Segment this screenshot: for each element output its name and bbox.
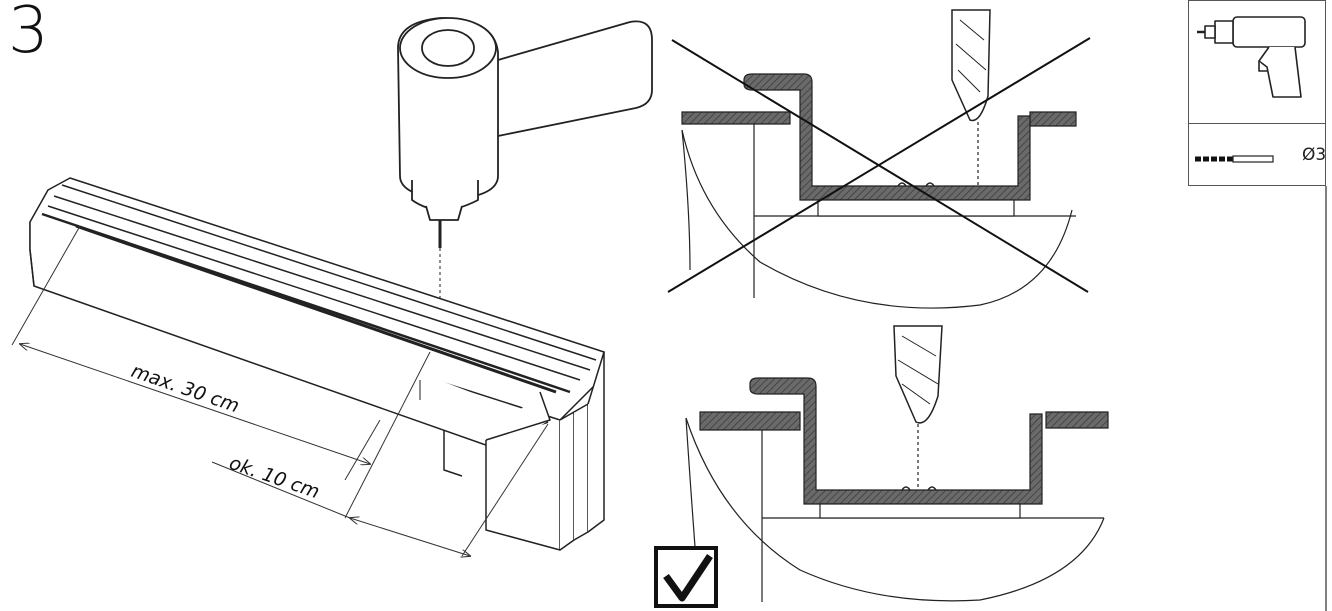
drill-bit-icon <box>1195 155 1274 163</box>
drill-icon <box>1197 16 1306 98</box>
checkmark-icon <box>654 546 718 608</box>
cross-mark-icon <box>667 37 1091 293</box>
tool-panel <box>1188 0 1326 186</box>
tool-divider <box>1189 123 1325 124</box>
max-distance-label: max. 30 cm <box>128 360 242 417</box>
spacing-label: ok. 10 cm <box>226 452 322 503</box>
section-wrong <box>681 9 1077 309</box>
bit-size-label: Ø3 <box>1302 145 1327 165</box>
rail-profile <box>29 177 605 551</box>
step-number: 3 <box>8 0 49 68</box>
dimension-lines <box>11 225 549 556</box>
drill-illustration <box>397 17 653 300</box>
section-correct <box>685 325 1109 602</box>
